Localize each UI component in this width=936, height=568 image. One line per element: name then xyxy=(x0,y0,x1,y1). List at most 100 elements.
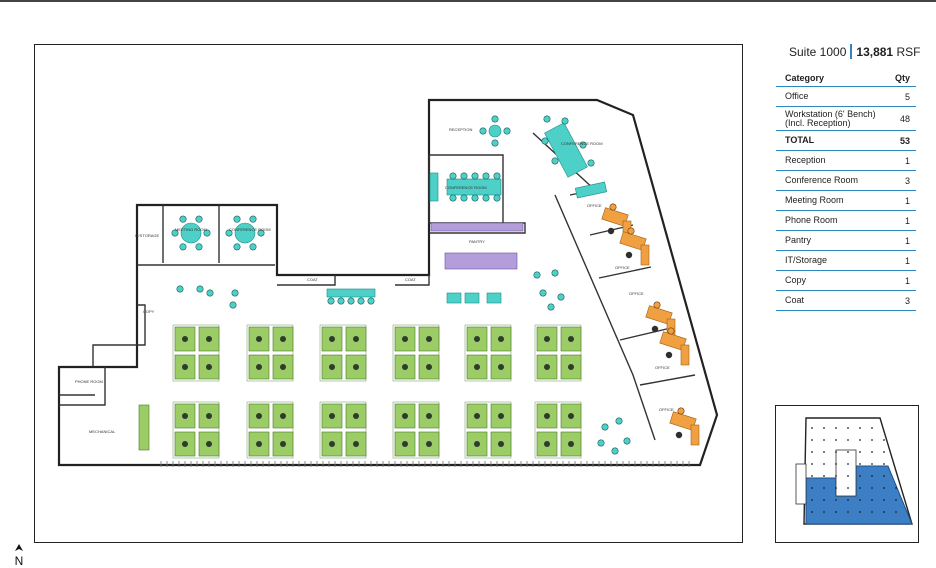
row-category: Conference Room xyxy=(785,175,859,185)
top-rule xyxy=(0,0,936,2)
row-qty: 3 xyxy=(904,175,910,186)
conference-chair xyxy=(249,215,257,223)
conference-chair xyxy=(471,194,479,202)
window-mullions xyxy=(160,461,690,467)
workstation-chair xyxy=(256,441,262,447)
conference-chair xyxy=(479,127,487,135)
key-plan-column xyxy=(883,499,885,501)
workstation-chair xyxy=(256,413,262,419)
workstation-chair xyxy=(329,441,335,447)
workstation-chair xyxy=(568,336,574,342)
workstation-chair xyxy=(256,336,262,342)
conference-chair xyxy=(337,297,345,305)
workstation-chair xyxy=(280,441,286,447)
conference-chair xyxy=(179,215,187,223)
conference-chair xyxy=(171,229,179,237)
row-category: Pantry xyxy=(785,235,812,245)
workstation-chair xyxy=(568,364,574,370)
conference-chair xyxy=(460,194,468,202)
conference-chair xyxy=(533,271,541,279)
table-header: Category Qty xyxy=(776,70,916,87)
key-plan-column xyxy=(859,427,861,429)
workstation-chair xyxy=(206,413,212,419)
row-category: TOTAL xyxy=(785,135,815,145)
bench-cluster xyxy=(172,401,220,459)
key-plan-column xyxy=(835,439,837,441)
row-category: Copy xyxy=(785,275,807,285)
conference-chair xyxy=(206,289,214,297)
label-office-4: OFFICE xyxy=(655,365,670,370)
key-plan-column xyxy=(847,451,849,453)
workstation-chair xyxy=(329,413,335,419)
conference-chair xyxy=(597,439,605,447)
north-label: N xyxy=(15,554,24,568)
key-plan-column xyxy=(835,451,837,453)
conference-chair xyxy=(179,243,187,251)
table-row: Office 5 xyxy=(776,87,916,107)
key-plan-column xyxy=(835,511,837,513)
row-qty: 1 xyxy=(904,195,910,206)
pantry-table-3 xyxy=(486,292,502,304)
suite-divider xyxy=(850,44,853,59)
row-category: Workstation (6' Bench) (Incl. Reception) xyxy=(785,108,876,128)
workstation-chair xyxy=(329,336,335,342)
workstation-chair xyxy=(498,441,504,447)
workstation-chair xyxy=(544,336,550,342)
row-category: Office xyxy=(785,91,809,101)
workstation-chair xyxy=(568,441,574,447)
label-office-5: OFFICE xyxy=(659,407,674,412)
key-plan-column xyxy=(871,475,873,477)
row-qty: 3 xyxy=(904,295,910,306)
conference-chair xyxy=(233,243,241,251)
workstation-chair xyxy=(402,336,408,342)
key-plan-column xyxy=(811,487,813,489)
pantry-table-1 xyxy=(446,292,462,304)
label-coat-1: COAT xyxy=(307,277,318,282)
office-furniture xyxy=(601,203,700,446)
conference-chair xyxy=(543,115,551,123)
workstation-chair xyxy=(353,441,359,447)
key-plan-column xyxy=(835,427,837,429)
conference-room-2-table xyxy=(544,122,588,178)
office-return xyxy=(690,424,700,446)
workstation-benches xyxy=(172,324,582,459)
conference-chair xyxy=(449,172,457,180)
conference-chair xyxy=(561,117,569,125)
workstation-chair xyxy=(498,364,504,370)
row-qty: 1 xyxy=(904,155,910,166)
key-plan-column xyxy=(823,451,825,453)
row-category: Coat xyxy=(785,295,805,305)
label-conference-room-3: CONFERENCE ROOM xyxy=(229,227,271,232)
key-plan-column xyxy=(847,475,849,477)
conference-chair xyxy=(601,423,609,431)
key-plan-column xyxy=(847,487,849,489)
conference-chair xyxy=(347,297,355,305)
conference-chair xyxy=(249,243,257,251)
conference-chair xyxy=(367,297,375,305)
workstation-chair xyxy=(544,364,550,370)
conference-chair xyxy=(491,139,499,147)
conference-chair xyxy=(195,215,203,223)
workstation-chair xyxy=(402,364,408,370)
row-qty: 5 xyxy=(904,91,910,102)
row-qty: 53 xyxy=(899,135,910,146)
label-phone-room: PHONE ROOM xyxy=(75,379,103,384)
key-plan-column xyxy=(883,511,885,513)
table-row: Conference Room 3 xyxy=(776,171,916,191)
office-guest-chair xyxy=(665,351,673,359)
workstation-chair xyxy=(402,441,408,447)
office-chair xyxy=(667,327,675,335)
key-plan-column xyxy=(859,499,861,501)
key-plan-column xyxy=(823,427,825,429)
conference-chair xyxy=(551,269,559,277)
workstation-chair xyxy=(280,336,286,342)
key-plan-column xyxy=(847,427,849,429)
key-plan-column xyxy=(859,439,861,441)
key-plan-column xyxy=(823,475,825,477)
bench-cluster xyxy=(392,401,440,459)
conference-chair xyxy=(493,194,501,202)
label-reception: RECEPTION xyxy=(449,127,472,132)
